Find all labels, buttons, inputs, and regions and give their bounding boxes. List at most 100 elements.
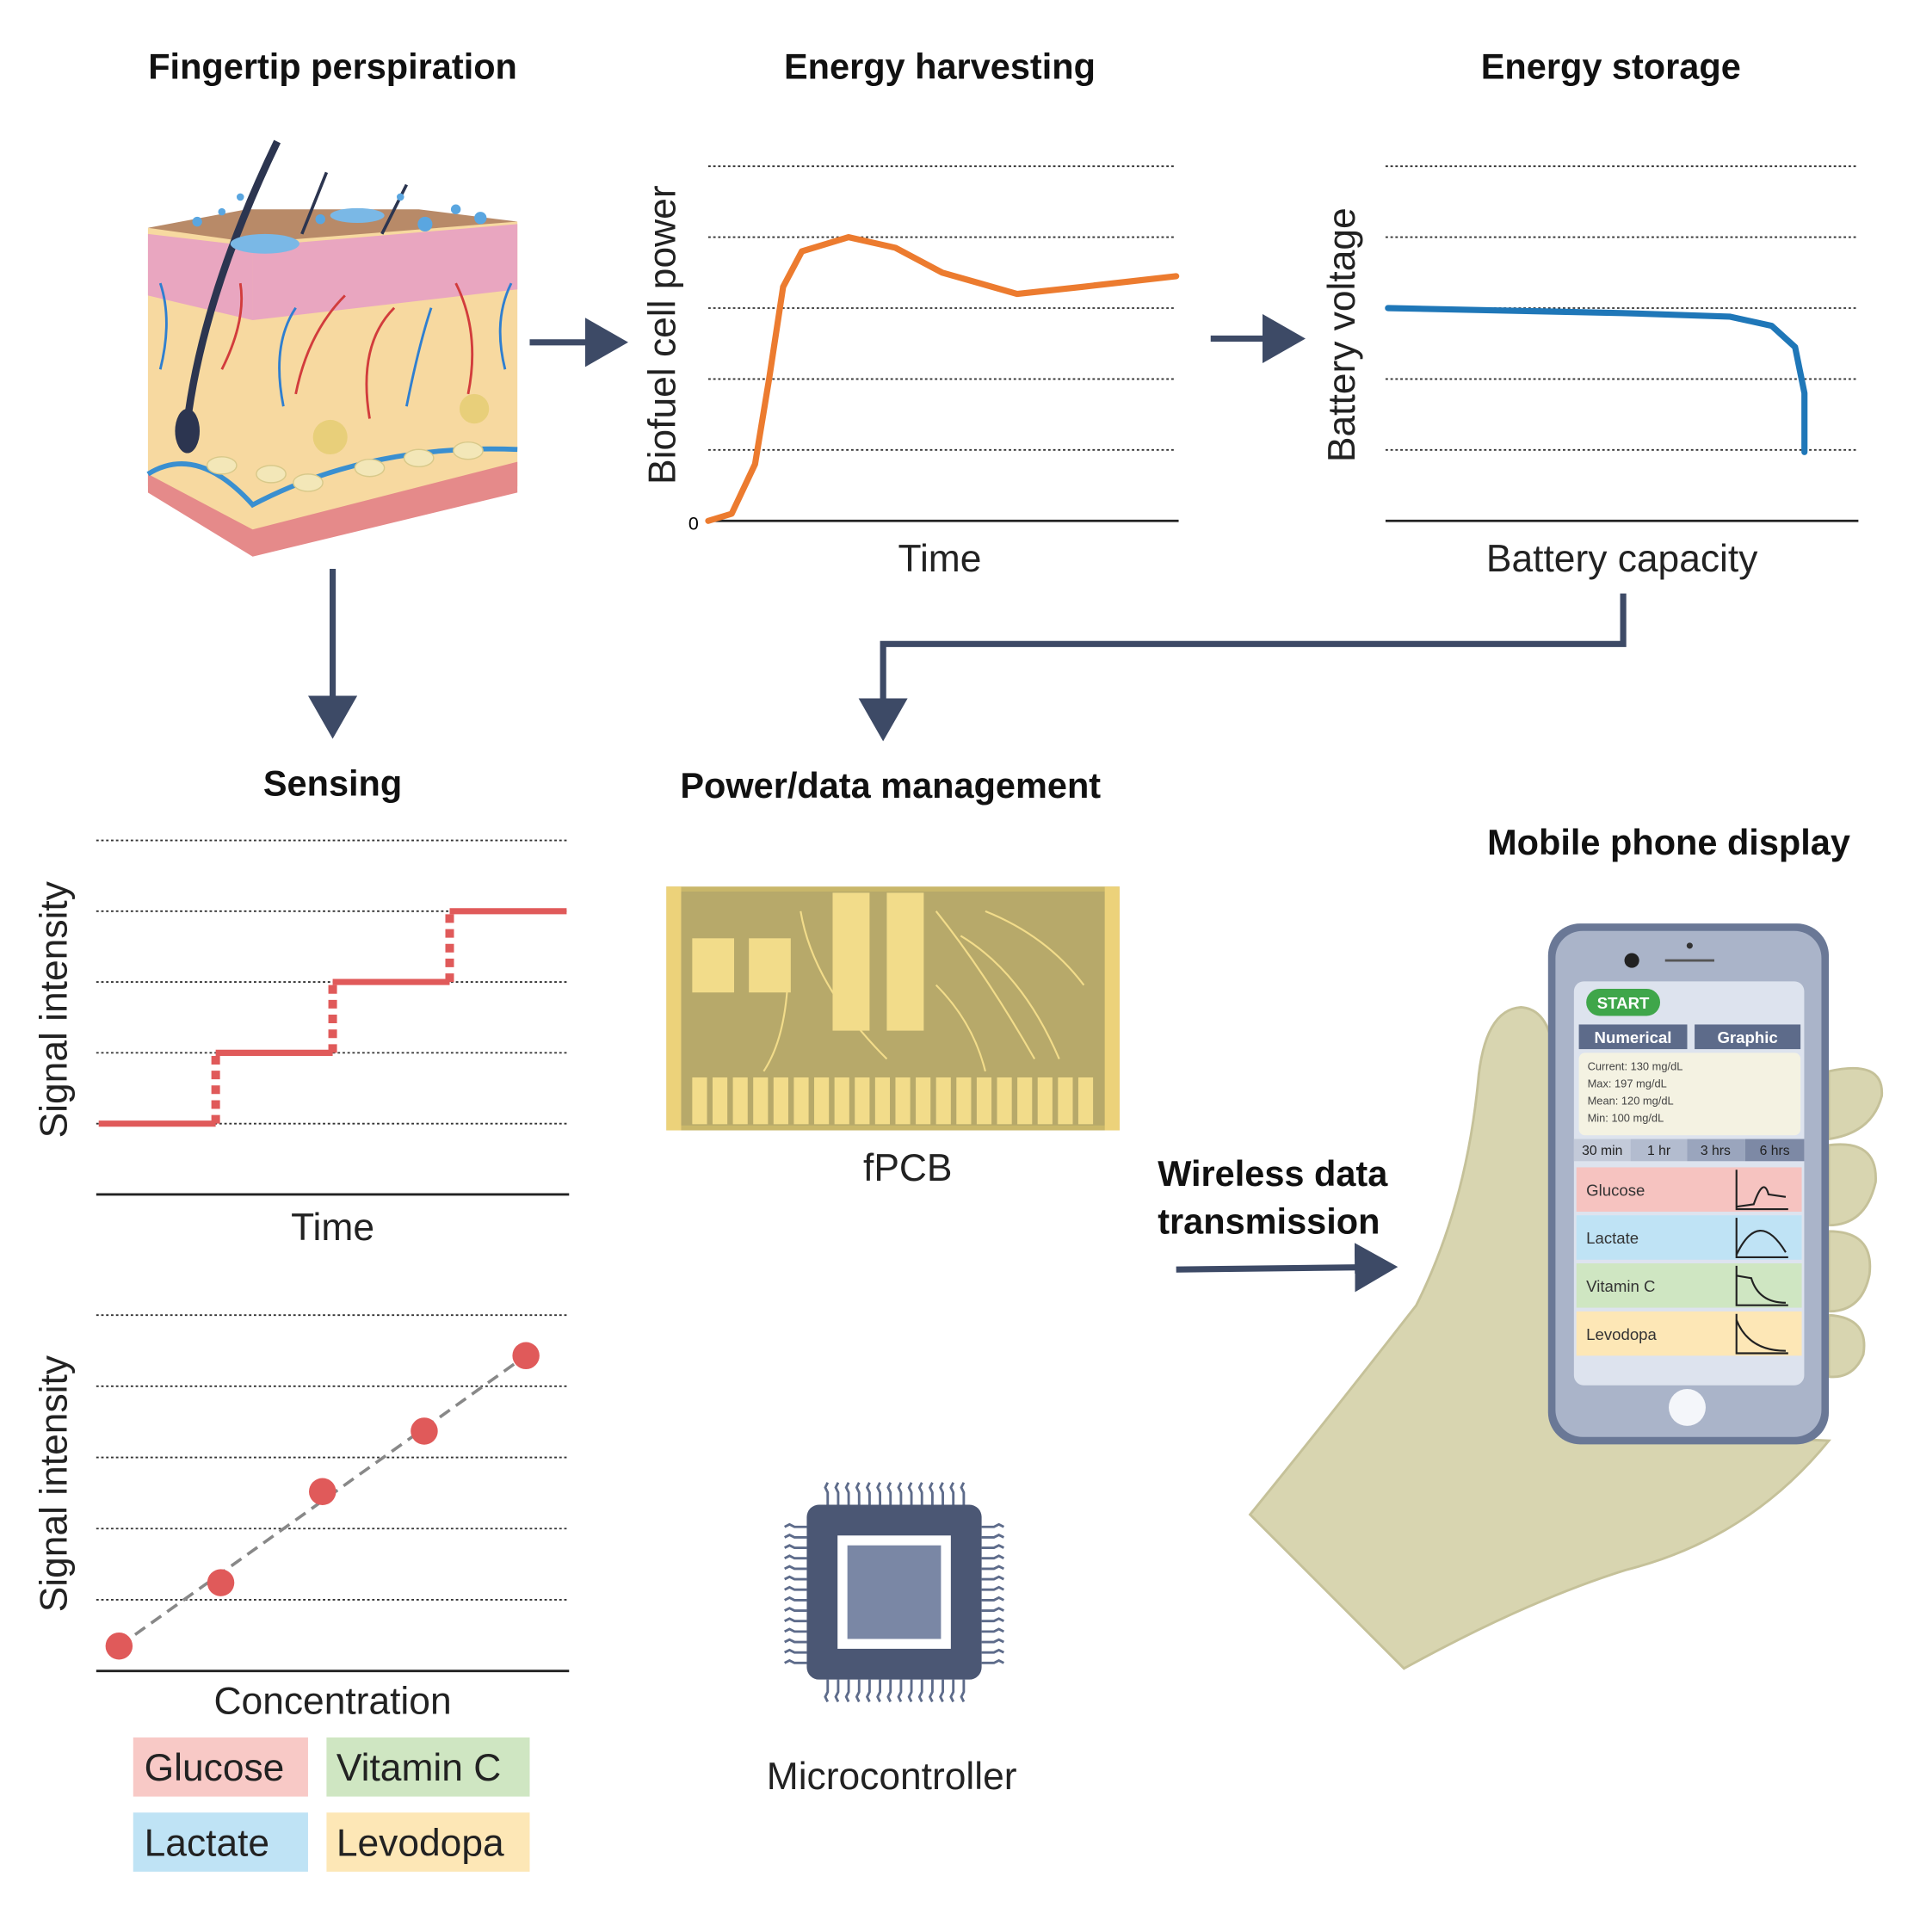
pin	[981, 1575, 1005, 1581]
pin	[981, 1565, 1005, 1571]
mini-chart-curve	[1736, 1275, 1786, 1304]
range-6hrs[interactable]	[1744, 1139, 1805, 1162]
pin	[981, 1607, 1005, 1612]
pin	[981, 1554, 1005, 1560]
pin	[784, 1522, 807, 1528]
stat-max: Max: 197 mg/dL	[1588, 1077, 1667, 1089]
legend-lactate: Lactate	[145, 1822, 269, 1864]
hand-illustration	[1248, 1005, 1884, 1670]
data-point	[512, 1342, 540, 1370]
start-button[interactable]	[1586, 988, 1661, 1016]
pcb-pad	[692, 1077, 707, 1125]
pin	[865, 1482, 871, 1505]
pin	[844, 1679, 850, 1703]
pcb-pad	[1077, 1077, 1094, 1125]
pin	[928, 1482, 934, 1505]
range-1hr[interactable]	[1630, 1139, 1688, 1162]
pin	[855, 1482, 861, 1505]
pin	[886, 1679, 892, 1703]
analyte-row[interactable]	[1576, 1167, 1802, 1212]
pin	[784, 1554, 807, 1560]
pin	[784, 1648, 807, 1654]
calib-ylabel: Signal intensity	[33, 1355, 75, 1612]
tab-numerical[interactable]	[1578, 1024, 1688, 1050]
title-power: Power/data management	[680, 765, 1101, 806]
pcb-pad	[895, 1077, 911, 1125]
pcb-pad	[1058, 1077, 1073, 1125]
harvest-xlabel: Time	[898, 538, 982, 580]
tab-graphic-label: Graphic	[1717, 1028, 1777, 1046]
data-point	[411, 1417, 438, 1445]
legend-vitamin-c: Vitamin C	[336, 1747, 501, 1789]
legend-swatch-levodopa	[326, 1812, 530, 1872]
fit-line	[118, 1354, 528, 1648]
analyte-row[interactable]	[1576, 1215, 1802, 1260]
analyte-legend: Glucose Vitamin C Lactate Levodopa	[133, 1737, 530, 1872]
harvest-y-tick-0: 0	[688, 513, 699, 534]
analyte-row[interactable]	[1576, 1263, 1802, 1308]
pcb-pad	[1037, 1077, 1053, 1125]
mini-chart-axes	[1735, 1170, 1788, 1211]
pin	[939, 1679, 944, 1703]
pin	[981, 1617, 1005, 1623]
pin	[784, 1596, 807, 1602]
pin	[981, 1596, 1005, 1602]
pin	[876, 1679, 882, 1703]
pin	[897, 1482, 903, 1505]
home-button[interactable]	[1669, 1388, 1706, 1426]
legend-swatch-glucose	[133, 1737, 308, 1797]
range-3hrs[interactable]	[1687, 1139, 1745, 1162]
stat-min: Min: 100 mg/dL	[1588, 1112, 1664, 1125]
stat-current: Current: 130 mg/dL	[1588, 1059, 1683, 1072]
range-1hr-label: 1 hr	[1647, 1144, 1670, 1158]
pin	[865, 1679, 871, 1703]
series-line	[705, 234, 1180, 524]
range-30min[interactable]	[1573, 1139, 1631, 1162]
pcb-pad	[855, 1077, 870, 1125]
legend-glucose: Glucose	[145, 1747, 285, 1789]
title-mobile: Mobile phone display	[1487, 822, 1850, 862]
arrow-wireless	[1176, 1243, 1398, 1293]
data-point	[309, 1478, 336, 1505]
fpcb-label: fPCB	[863, 1147, 953, 1189]
pin	[824, 1679, 830, 1703]
range-6hrs-label: 6 hrs	[1760, 1144, 1790, 1158]
pin	[834, 1482, 840, 1505]
analyte-row-label: Glucose	[1586, 1181, 1645, 1199]
range-30min-label: 30 min	[1582, 1144, 1622, 1158]
charts	[96, 165, 1859, 1673]
pin	[939, 1482, 944, 1505]
tab-graphic[interactable]	[1695, 1024, 1801, 1050]
pin	[784, 1607, 807, 1612]
title-sensing: Sensing	[263, 762, 402, 803]
mini-chart-curve	[1735, 1230, 1787, 1256]
analyte-row-label: Vitamin C	[1586, 1277, 1655, 1295]
pin	[981, 1658, 1005, 1664]
pin	[844, 1482, 850, 1505]
sensing-xlabel: Time	[291, 1207, 374, 1249]
pin	[784, 1575, 807, 1581]
camera-icon	[1624, 953, 1639, 968]
arrow-storage-to-power	[858, 593, 1627, 742]
pin	[981, 1522, 1005, 1528]
pin	[907, 1679, 913, 1703]
pin	[907, 1482, 913, 1505]
series-line	[1385, 305, 1808, 455]
stat-mean: Mean: 120 mg/dL	[1588, 1094, 1674, 1107]
legend-levodopa: Levodopa	[336, 1822, 504, 1864]
pin	[876, 1482, 882, 1505]
start-label: START	[1597, 994, 1650, 1012]
pin	[784, 1533, 807, 1539]
mobile-phone: START Numerical Graphic Current: 130 mg/…	[1547, 923, 1830, 1445]
pcb-pad	[793, 1077, 809, 1125]
pcb-pad	[814, 1077, 830, 1125]
skin-illustration	[146, 139, 518, 557]
mini-chart-axes	[1735, 1218, 1788, 1258]
title-storage: Energy storage	[1481, 46, 1741, 87]
calib-xlabel: Concentration	[214, 1681, 452, 1723]
sensing-ylabel: Signal intensity	[33, 880, 75, 1138]
stats-panel	[1578, 1052, 1801, 1136]
pin	[981, 1533, 1005, 1539]
mini-chart-axes	[1735, 1313, 1788, 1355]
legend-swatch-lactate	[133, 1812, 308, 1872]
